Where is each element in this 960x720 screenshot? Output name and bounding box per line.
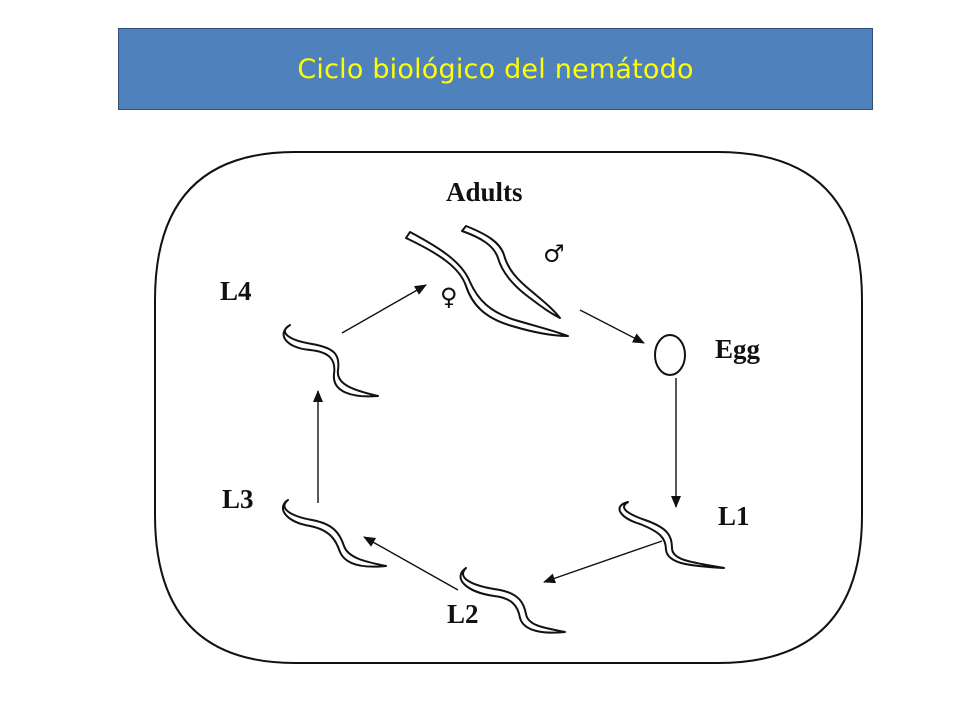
larva-l2-worm bbox=[459, 567, 566, 634]
larva-l1-worm bbox=[618, 501, 725, 569]
diagram-frame bbox=[154, 151, 863, 664]
adult-male-worm bbox=[461, 225, 561, 319]
female-symbol: ♀ bbox=[440, 283, 458, 311]
label-l3: L3 bbox=[222, 484, 254, 514]
arrow-l4-to-adults bbox=[341, 284, 427, 334]
egg-shape bbox=[654, 334, 686, 376]
slide-title: Ciclo biológico del nemátodo bbox=[297, 53, 694, 85]
label-adults: Adults bbox=[446, 177, 523, 207]
arrow-l2-to-l3 bbox=[363, 536, 459, 591]
label-l4: L4 bbox=[220, 276, 252, 306]
adult-female-worm bbox=[405, 231, 569, 337]
larva-l4-worm bbox=[282, 324, 379, 398]
label-egg: Egg bbox=[715, 334, 761, 364]
label-l2: L2 bbox=[447, 599, 479, 629]
larva-l3-worm bbox=[282, 499, 387, 568]
label-l1: L1 bbox=[718, 501, 750, 531]
title-banner: Ciclo biológico del nemátodo bbox=[118, 28, 873, 110]
arrow-adults-to-egg bbox=[579, 309, 645, 344]
arrow-l1-to-l2 bbox=[543, 540, 663, 584]
male-symbol: ♂ bbox=[543, 240, 565, 268]
